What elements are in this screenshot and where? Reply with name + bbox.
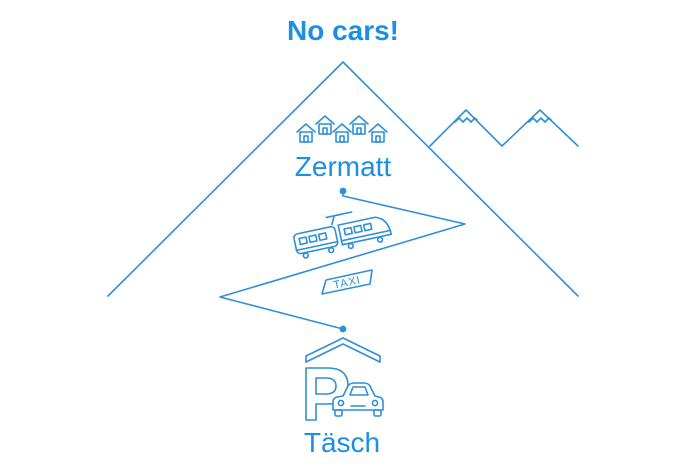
taxi-sign-label: TAXI — [332, 274, 362, 291]
zermatt-route-dot — [339, 187, 347, 195]
tasch-label: Täsch — [304, 427, 380, 458]
taxi-sign-icon — [321, 269, 373, 295]
main-mountain-icon — [107, 61, 579, 297]
train-icon — [293, 211, 393, 259]
village-icon — [296, 115, 388, 143]
route-line — [219, 191, 466, 330]
tasch-route-dot — [339, 325, 347, 333]
car-icon — [332, 382, 384, 417]
small-mountains-icon — [429, 109, 579, 147]
parking-roof-icon — [305, 337, 381, 363]
zermatt-label: Zermatt — [295, 151, 392, 182]
diagram-title: No cars! — [287, 15, 399, 46]
